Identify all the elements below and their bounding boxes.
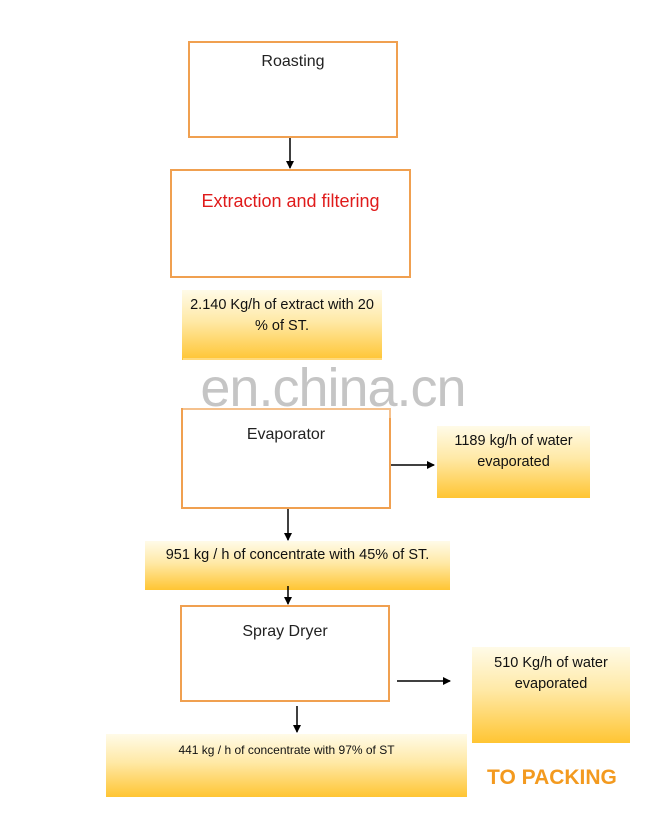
watermark-text: en.china.cn [200,358,466,418]
concentrate-97-note-text: 441 kg / h of concentrate with 97% of ST [178,743,395,757]
concentrate-45-note-text: 951 kg / h of concentrate with 45% of ST… [165,547,430,563]
extract-note: 2.140 Kg/h of extract with 20 % of ST. [182,290,382,360]
water-evaporated-note-2-text: 510 Kg/h of water evaporated [494,655,608,692]
spray-dryer-label: Spray Dryer [242,623,328,640]
extraction-box: Extraction and filtering [170,169,411,278]
to-packing-label: TO PACKING [487,766,617,789]
concentrate-45-note: 951 kg / h of concentrate with 45% of ST… [145,541,450,590]
water-evaporated-note-1: 1189 kg/h of water evaporated [437,426,590,498]
roasting-box: Roasting [188,41,398,138]
extraction-label: Extraction and filtering [201,191,380,211]
spray-dryer-box: Spray Dryer [180,605,390,702]
water-evaporated-note-1-text: 1189 kg/h of water evaporated [454,433,573,470]
evaporator-box: Evaporator [181,408,391,509]
roasting-label: Roasting [261,53,325,70]
evaporator-label: Evaporator [246,426,326,443]
extract-note-text: 2.140 Kg/h of extract with 20 % of ST. [190,297,374,334]
water-evaporated-note-2: 510 Kg/h of water evaporated [472,647,630,743]
concentrate-97-note: 441 kg / h of concentrate with 97% of ST [106,734,467,797]
watermark: en.china.cn [183,358,483,418]
